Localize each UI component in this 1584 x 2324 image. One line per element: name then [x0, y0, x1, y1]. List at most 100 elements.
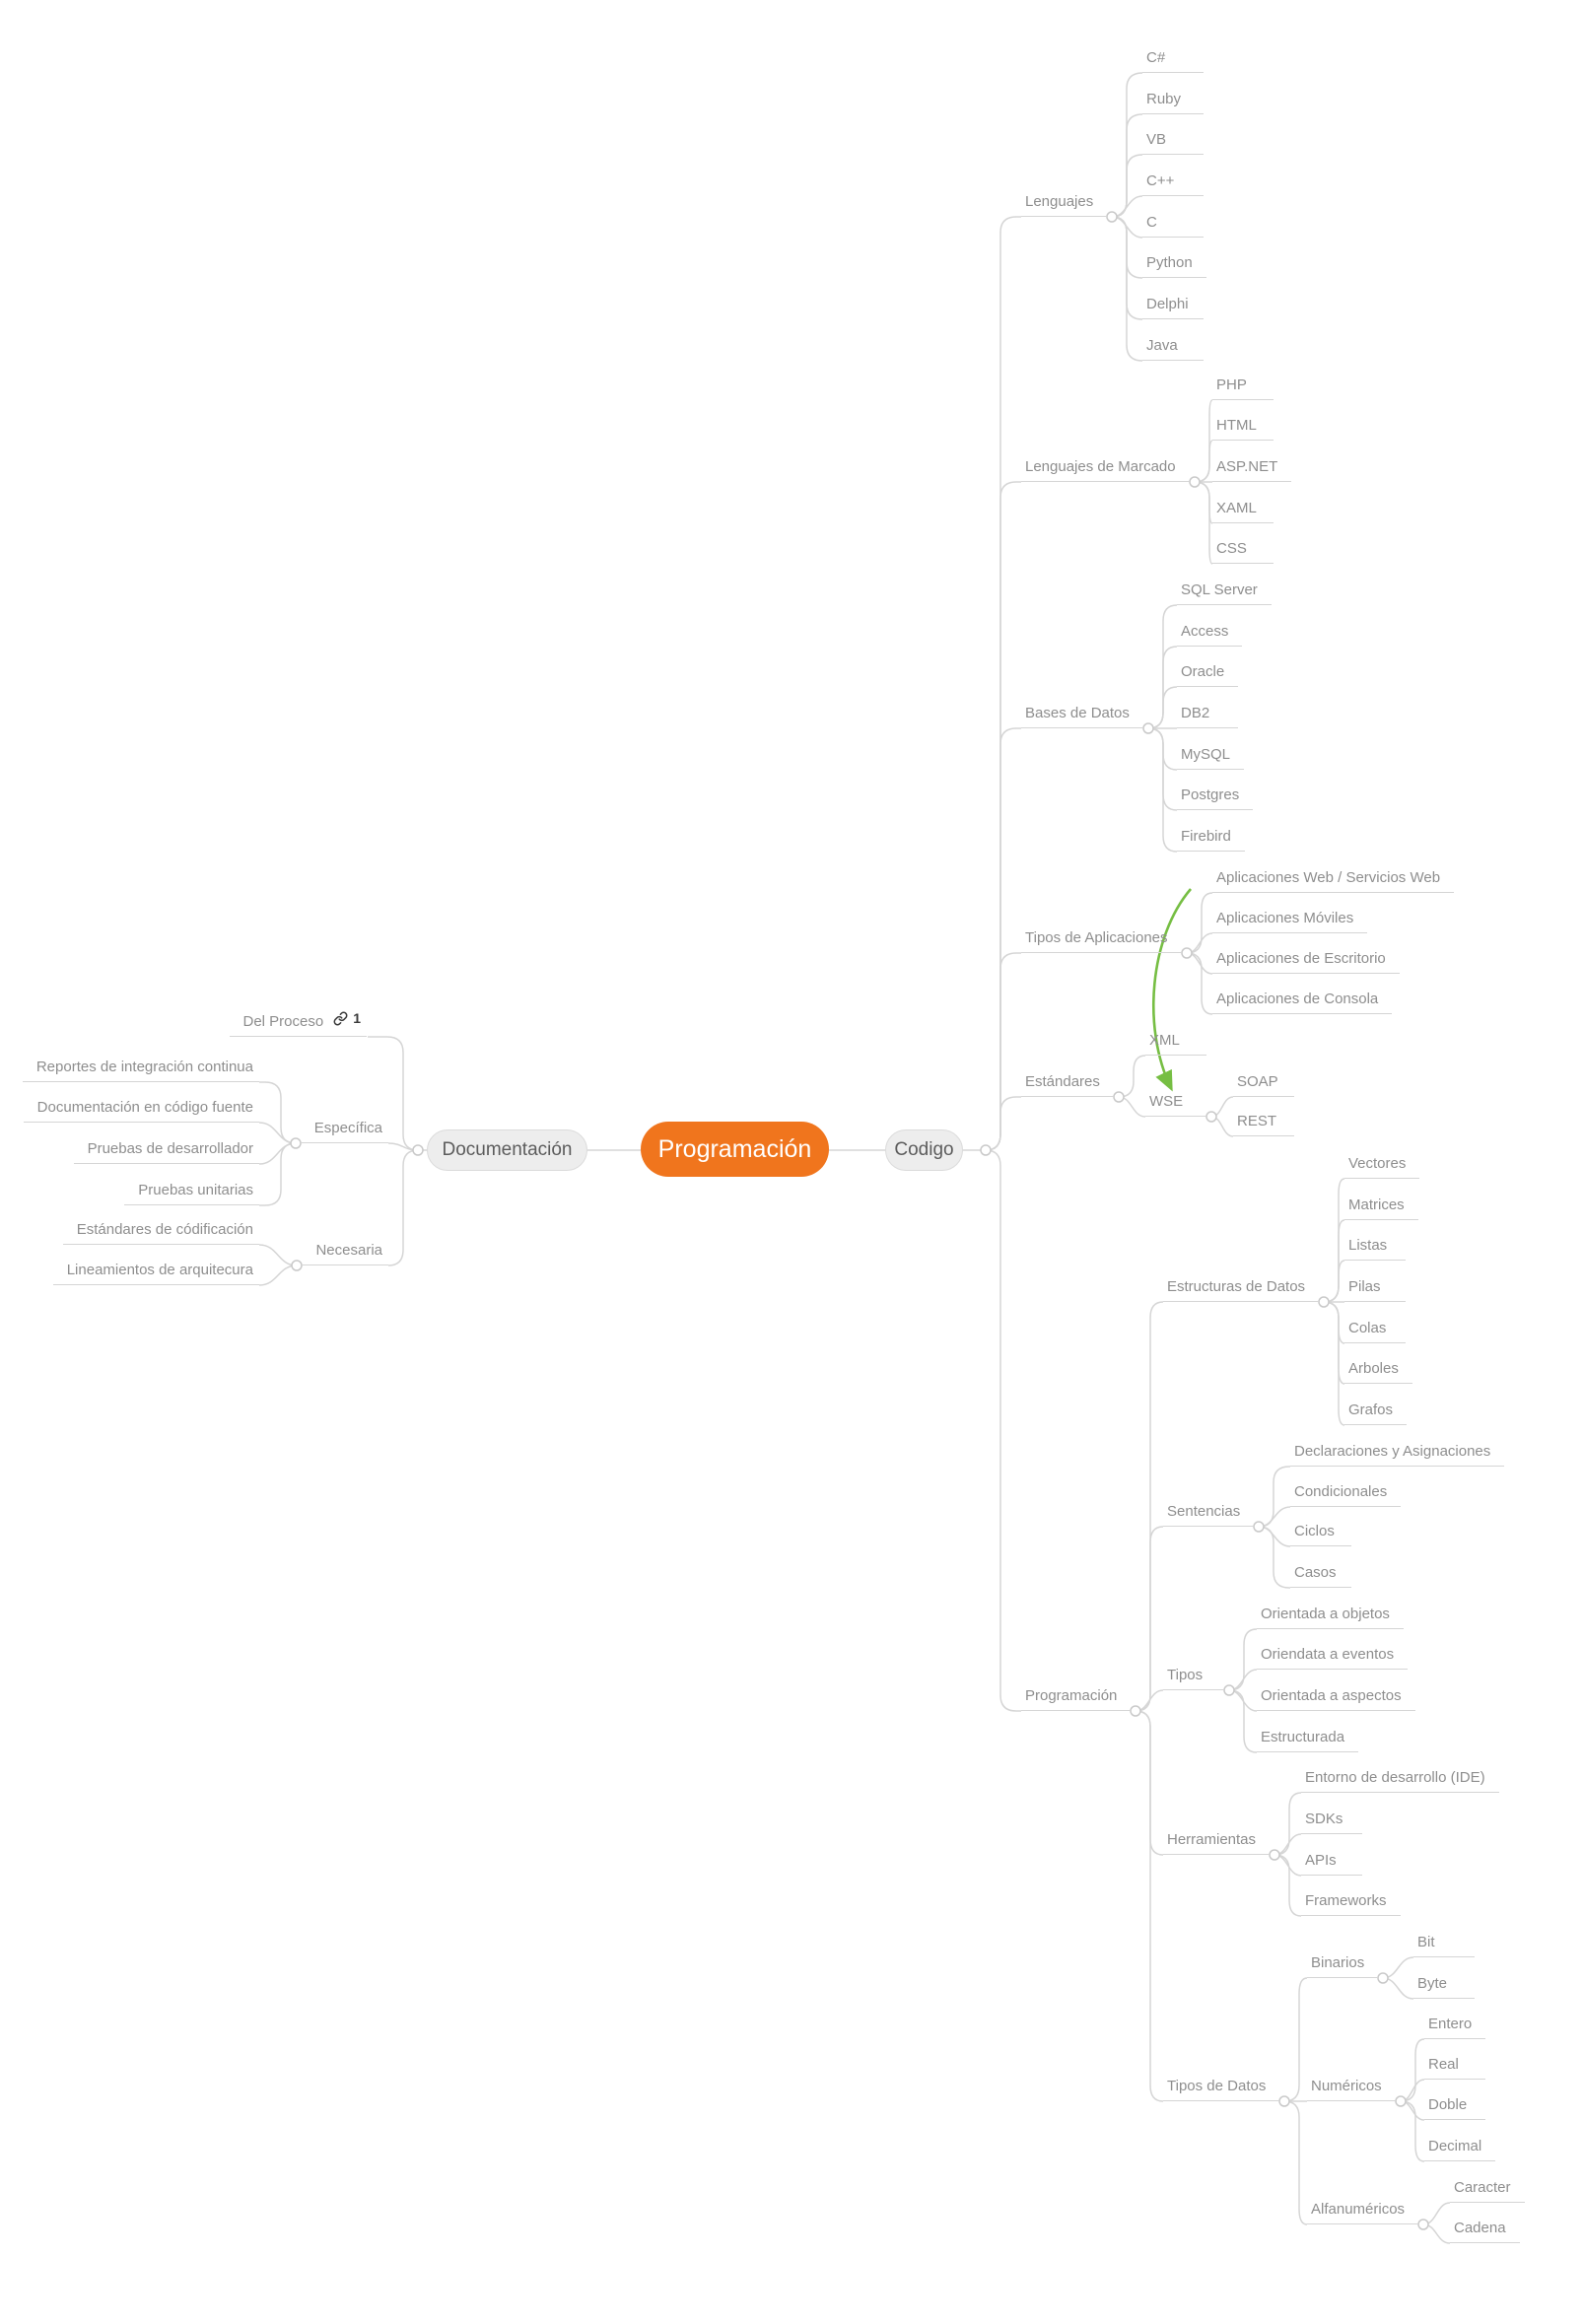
node-pruebas-unitarias[interactable]: Pruebas unitarias: [124, 1181, 259, 1205]
node-lenguajes-marcado[interactable]: Lenguajes de Marcado: [1021, 457, 1190, 482]
node-grafos[interactable]: Grafos: [1344, 1401, 1408, 1425]
node-aspnet[interactable]: ASP.NET: [1212, 457, 1292, 482]
node-csharp[interactable]: C#: [1142, 48, 1204, 73]
node-orientada-aspectos[interactable]: Orientada a aspectos: [1257, 1686, 1415, 1711]
node-herramientas[interactable]: Herramientas: [1163, 1830, 1271, 1855]
node-tipos-datos[interactable]: Tipos de Datos: [1163, 2077, 1280, 2101]
relationship-arrow[interactable]: [1151, 888, 1192, 1092]
node-necesaria[interactable]: Necesaria: [302, 1241, 388, 1265]
node-caracter[interactable]: Caracter: [1450, 2178, 1525, 2203]
node-ciclos[interactable]: Ciclos: [1290, 1522, 1351, 1546]
node-delphi[interactable]: Delphi: [1142, 295, 1204, 319]
edge-line: [1186, 952, 1213, 1015]
node-soap[interactable]: SOAP: [1233, 1072, 1294, 1097]
node-arboles[interactable]: Arboles: [1344, 1359, 1412, 1384]
edge-line: [387, 1149, 419, 1266]
root-topic[interactable]: Programación: [641, 1122, 829, 1177]
node-byte[interactable]: Byte: [1413, 1974, 1475, 1999]
node-pruebas-desarrollador[interactable]: Pruebas de desarrollador: [73, 1139, 259, 1164]
node-doble[interactable]: Doble: [1424, 2095, 1485, 2120]
node-label: Orientada a objetos: [1261, 1606, 1390, 1622]
node-wse[interactable]: WSE: [1145, 1092, 1206, 1117]
node-tipos-aplicaciones[interactable]: Tipos de Aplicaciones: [1021, 928, 1182, 953]
node-estructurada[interactable]: Estructurada: [1257, 1728, 1359, 1752]
node-tipos[interactable]: Tipos: [1163, 1666, 1224, 1690]
node-oracle[interactable]: Oracle: [1177, 662, 1239, 687]
topic-codigo[interactable]: Codigo: [885, 1129, 963, 1171]
topic-documentacion[interactable]: Documentación: [427, 1129, 587, 1171]
node-pilas[interactable]: Pilas: [1344, 1277, 1406, 1302]
node-entero[interactable]: Entero: [1424, 2015, 1486, 2039]
node-estructuras-datos[interactable]: Estructuras de Datos: [1163, 1277, 1320, 1302]
node-orientada-eventos[interactable]: Oriendata a eventos: [1257, 1645, 1409, 1670]
node-numericos[interactable]: Numéricos: [1307, 2077, 1396, 2101]
node-real[interactable]: Real: [1424, 2055, 1485, 2080]
junction-dot: [1395, 2095, 1407, 2107]
node-sentencias[interactable]: Sentencias: [1163, 1502, 1255, 1527]
node-decimal[interactable]: Decimal: [1424, 2137, 1496, 2161]
node-xml[interactable]: XML: [1145, 1031, 1206, 1056]
node-aplicaciones-escritorio[interactable]: Aplicaciones de Escritorio: [1212, 949, 1400, 974]
node-vectores[interactable]: Vectores: [1344, 1154, 1420, 1179]
node-cadena[interactable]: Cadena: [1450, 2219, 1520, 2243]
node-aplicaciones-web[interactable]: Aplicaciones Web / Servicios Web: [1212, 868, 1455, 893]
node-programacion-sub[interactable]: Programación: [1021, 1686, 1132, 1711]
node-documentacion-codigo-fuente[interactable]: Documentación en código fuente: [23, 1098, 259, 1123]
node-bases-datos[interactable]: Bases de Datos: [1021, 704, 1143, 728]
node-label: Tipos de Datos: [1167, 2078, 1267, 2094]
node-binarios[interactable]: Binarios: [1307, 1953, 1379, 1978]
node-entorno-ide[interactable]: Entorno de desarrollo (IDE): [1301, 1768, 1499, 1793]
node-label: Estándares: [1025, 1073, 1100, 1090]
edge-line: [258, 1244, 298, 1266]
node-mysql[interactable]: MySQL: [1177, 745, 1245, 770]
node-php[interactable]: PHP: [1212, 376, 1274, 400]
node-aplicaciones-consola[interactable]: Aplicaciones de Consola: [1212, 990, 1393, 1014]
node-alfanumericos[interactable]: Alfanuméricos: [1307, 2200, 1419, 2224]
node-ruby[interactable]: Ruby: [1142, 90, 1204, 114]
node-label: Pilas: [1348, 1278, 1381, 1295]
node-firebird[interactable]: Firebird: [1177, 827, 1245, 852]
node-cpp[interactable]: C++: [1142, 171, 1204, 196]
node-db2[interactable]: DB2: [1177, 704, 1238, 728]
node-lenguajes[interactable]: Lenguajes: [1021, 192, 1108, 217]
link-badge[interactable]: 1: [333, 1009, 361, 1028]
node-casos[interactable]: Casos: [1290, 1563, 1351, 1588]
node-label: Casos: [1294, 1564, 1337, 1581]
node-colas[interactable]: Colas: [1344, 1319, 1406, 1343]
edge-line: [1323, 1178, 1345, 1303]
node-html[interactable]: HTML: [1212, 416, 1274, 441]
node-label: Access: [1181, 623, 1229, 640]
node-reportes-integracion-continua[interactable]: Reportes de integración continua: [22, 1058, 259, 1082]
node-estandares-codificacion[interactable]: Estándares de códificación: [62, 1220, 259, 1245]
node-python[interactable]: Python: [1142, 253, 1206, 278]
node-vb[interactable]: VB: [1142, 130, 1204, 155]
node-css[interactable]: CSS: [1212, 539, 1274, 564]
node-lineamientos-arquitectura[interactable]: Lineamientos de arquitecura: [52, 1261, 259, 1285]
node-apis[interactable]: APIs: [1301, 1851, 1362, 1876]
node-c[interactable]: C: [1142, 213, 1204, 238]
node-estandares[interactable]: Estándares: [1021, 1072, 1114, 1097]
node-label: Entero: [1428, 2016, 1473, 2032]
node-access[interactable]: Access: [1177, 622, 1243, 647]
node-bit[interactable]: Bit: [1413, 1933, 1475, 1957]
node-xaml[interactable]: XAML: [1212, 499, 1274, 523]
node-listas[interactable]: Listas: [1344, 1236, 1406, 1261]
node-label: Python: [1146, 254, 1193, 271]
node-declaraciones-asignaciones[interactable]: Declaraciones y Asignaciones: [1290, 1442, 1505, 1467]
node-sdks[interactable]: SDKs: [1301, 1810, 1362, 1834]
node-label: DB2: [1181, 705, 1210, 721]
node-rest[interactable]: REST: [1233, 1112, 1294, 1136]
junction-dot: [1113, 1091, 1125, 1103]
node-label: HTML: [1216, 417, 1257, 434]
node-java[interactable]: Java: [1142, 336, 1204, 361]
node-condicionales[interactable]: Condicionales: [1290, 1482, 1402, 1507]
node-frameworks[interactable]: Frameworks: [1301, 1891, 1401, 1916]
node-sql-server[interactable]: SQL Server: [1177, 581, 1272, 605]
node-especifica[interactable]: Específica: [300, 1119, 388, 1143]
node-postgres[interactable]: Postgres: [1177, 786, 1254, 810]
node-orientada-objetos[interactable]: Orientada a objetos: [1257, 1605, 1404, 1629]
node-aplicaciones-moviles[interactable]: Aplicaciones Móviles: [1212, 909, 1368, 933]
junction-dot: [1205, 1111, 1217, 1123]
node-matrices[interactable]: Matrices: [1344, 1196, 1418, 1220]
